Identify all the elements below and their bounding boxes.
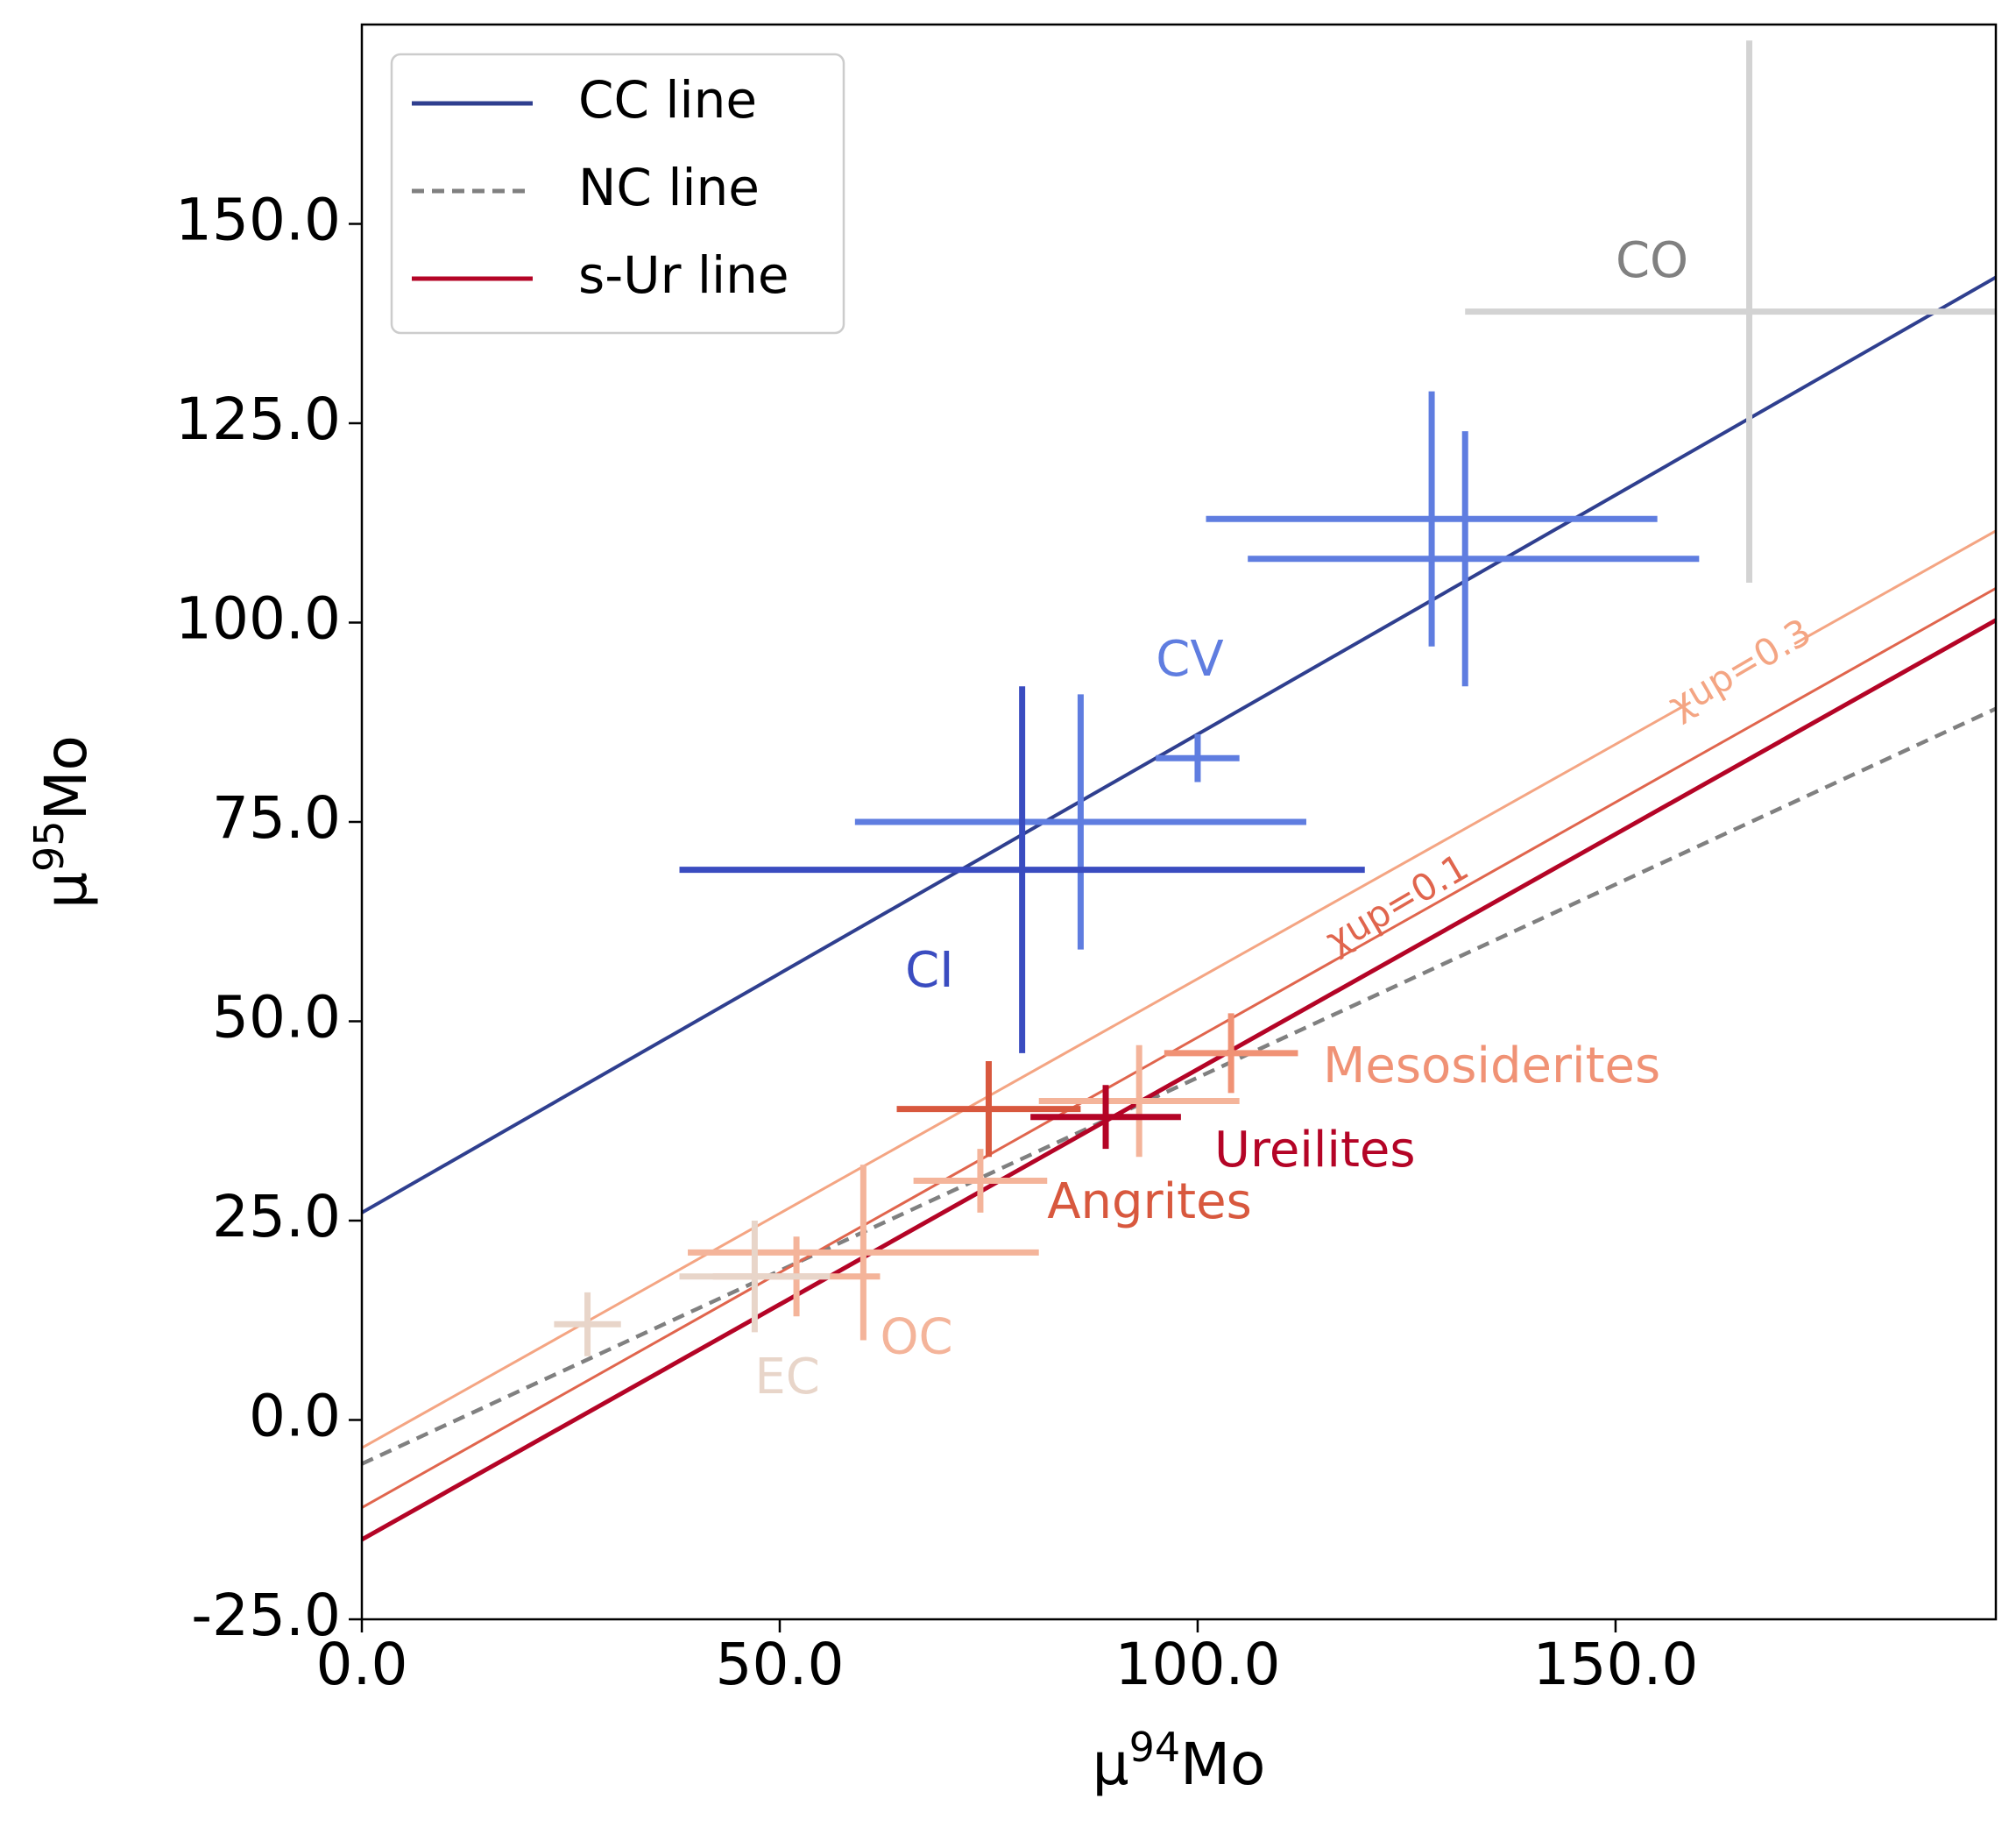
y-axis-label-base: μ — [32, 872, 100, 909]
line-label-bg — [1676, 617, 1799, 712]
x-tick-label: 150.0 — [1532, 1631, 1698, 1698]
series-line-2 — [362, 618, 1996, 1542]
y-tick-label: 100.0 — [175, 585, 341, 653]
series-line-1 — [362, 706, 1996, 1466]
data-point — [1248, 431, 1700, 687]
legend: CC line NC line s-Ur line — [390, 53, 845, 335]
data-point — [679, 686, 1365, 1053]
data-point — [1164, 1013, 1298, 1094]
y-axis-label-sup: 95 — [25, 820, 73, 872]
y-axis-label: μ95Mo — [25, 735, 100, 909]
annotation-ureilites: Ureilites — [1214, 1122, 1416, 1179]
line-label-bg — [1333, 853, 1456, 946]
y-tick-label: 0.0 — [249, 1383, 341, 1450]
data-point — [1206, 391, 1658, 647]
y-tick-label: 50.0 — [212, 984, 341, 1051]
data-point — [554, 1292, 621, 1356]
x-tick-label: 50.0 — [716, 1631, 845, 1698]
legend-label-1: NC line — [578, 158, 760, 217]
x-tick-label: 100.0 — [1114, 1631, 1280, 1698]
annotation-angrites: Angrites — [1047, 1173, 1252, 1230]
data-point — [1465, 40, 1996, 583]
data-point — [896, 1061, 1081, 1158]
annotation-mesosiderites: Mesosiderites — [1323, 1037, 1660, 1094]
annotation-co: CO — [1616, 232, 1688, 289]
data-point — [688, 1165, 1039, 1341]
annotation-ec: EC — [754, 1349, 819, 1406]
y-tick-label: 150.0 — [175, 187, 341, 254]
legend-label-0: CC line — [578, 70, 757, 130]
data-point — [679, 1221, 831, 1333]
x-axis-label-tail: Mo — [1180, 1731, 1265, 1798]
series-line-0 — [362, 275, 1996, 1214]
x-tick-label: 0.0 — [316, 1631, 408, 1698]
x-axis-label-sup: 94 — [1129, 1724, 1181, 1771]
y-tick-label: 125.0 — [175, 386, 341, 453]
series-line-3 — [362, 587, 1996, 1509]
annotation-oc: OC — [880, 1309, 952, 1366]
data-point — [1030, 1085, 1181, 1150]
y-axis-label-tail: Mo — [32, 735, 100, 820]
data-point — [1156, 733, 1240, 782]
annotation-cv: CV — [1156, 631, 1223, 688]
y-tick-label: 75.0 — [212, 784, 341, 852]
data-point — [913, 1149, 1048, 1213]
legend-label-2: s-Ur line — [578, 245, 789, 305]
data-point — [854, 694, 1306, 950]
legend-box — [390, 53, 845, 335]
x-axis-label: μ94Mo — [1093, 1724, 1266, 1798]
y-tick-label: -25.0 — [191, 1582, 341, 1649]
y-tick-label: 25.0 — [212, 1183, 341, 1250]
data-point — [1038, 1044, 1240, 1158]
annotation-ci: CI — [905, 942, 954, 999]
x-axis-label-base: μ — [1093, 1731, 1129, 1798]
